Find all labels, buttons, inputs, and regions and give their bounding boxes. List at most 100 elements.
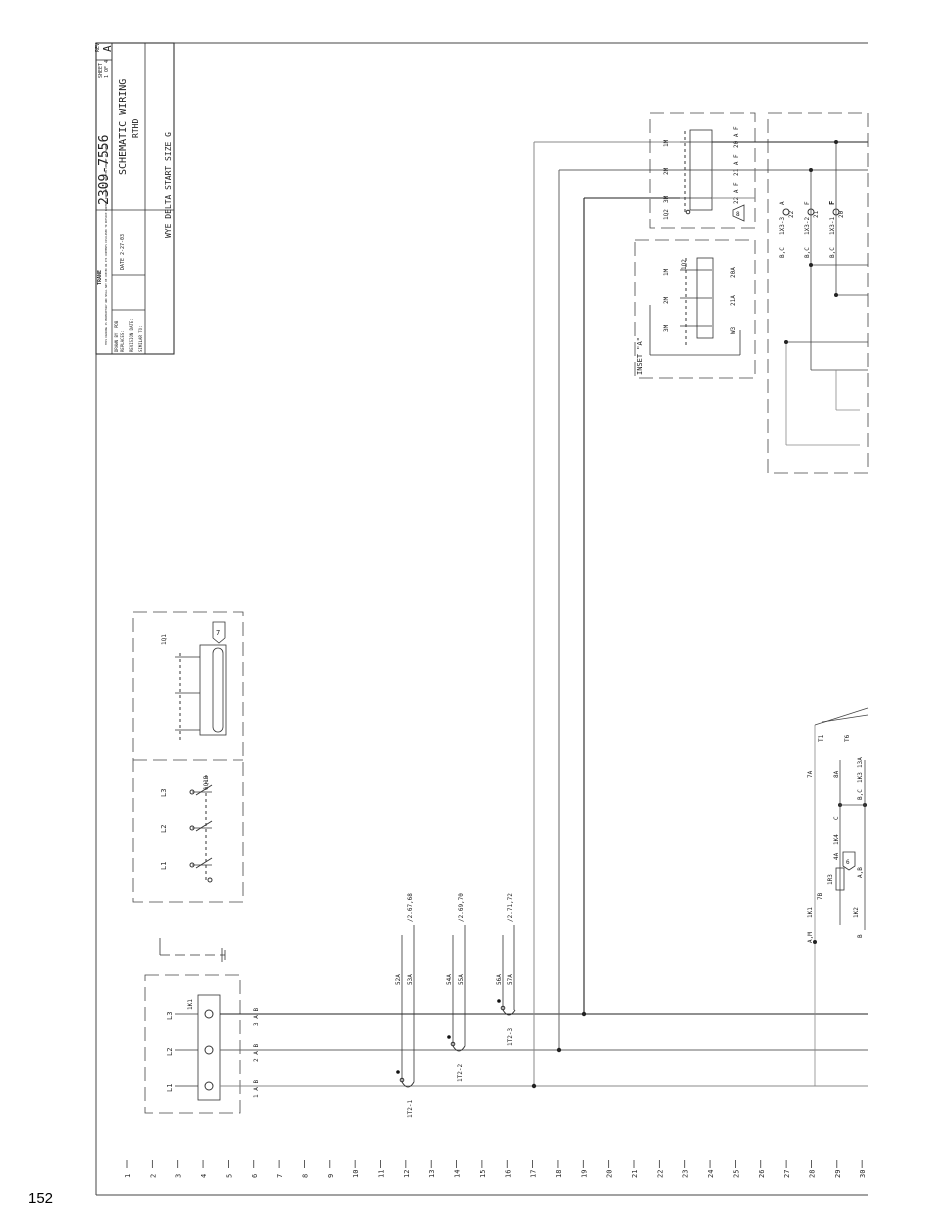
ct-1-wire-a: 52A <box>395 974 402 985</box>
starter-device-label: 1Q2 <box>663 209 670 220</box>
ct-2-wire-b: 55A <box>458 974 465 985</box>
control-label-t1: T1 <box>818 734 825 742</box>
terminal-2-tag: B,C <box>804 247 811 258</box>
line-number: 27 <box>783 1170 791 1178</box>
title-block: REV A SHEET 1 OF 4 2309-7556 SCHEMATIC W… <box>95 42 175 355</box>
disconnect-label-l2: L2 <box>160 825 168 833</box>
inset-contact-2m: 2M <box>663 296 670 304</box>
line-number: 5 <box>225 1174 233 1178</box>
drawing-frame <box>95 42 868 1196</box>
terminal-3-num: 20 <box>838 210 845 218</box>
terminal-1-pin: A <box>779 201 786 205</box>
control-label-13a: 13A <box>857 757 864 768</box>
line-number: 8 <box>301 1174 309 1178</box>
line-number: 1 <box>124 1174 132 1178</box>
date-label: DATE <box>120 258 126 270</box>
rev-label: REV <box>95 43 101 52</box>
similar-to-label: SIMILAR TO: <box>138 326 143 353</box>
line-number: 18 <box>555 1170 563 1178</box>
line-number: 19 <box>580 1170 588 1178</box>
page-number: 152 <box>28 1190 54 1207</box>
line-number: 12 <box>403 1170 411 1178</box>
ct-2-name: 1T2-2 <box>457 1064 464 1082</box>
date-value: 2-27-03 <box>120 234 126 255</box>
disconnect-note-ref: 7 <box>216 629 220 637</box>
contactor-label-l1: L1 <box>166 1084 174 1092</box>
line-number: 24 <box>707 1170 715 1178</box>
breaker-device-label: 1Q1 <box>161 634 168 645</box>
starter-wire-21: 21 A F <box>733 154 740 176</box>
control-label-1k2: 1K2 <box>853 907 860 918</box>
line-number: 10 <box>352 1170 360 1178</box>
control-label-4a: 4A <box>833 852 840 860</box>
drawn-by-label: DRAWN BY <box>114 332 119 352</box>
line-number: 3 <box>175 1174 183 1178</box>
inset-a-box: INSET "A" 1Q2 1M 2M 3M 20A 21A W3 <box>634 239 756 379</box>
sheet-value: 1 OF 4 <box>104 60 110 78</box>
terminal-block-1x3: 1X3-3 A 22 B,C 1X3-2 F 21 B,C 1X3-1 F 20… <box>767 112 869 474</box>
contactor-label-l3: L3 <box>166 1012 174 1020</box>
contactor-1k1-box: 1K1 L1 L2 L3 1 A B 2 A B 3 A B <box>144 974 260 1114</box>
line-number: 26 <box>758 1170 766 1178</box>
power-lines <box>220 141 868 1089</box>
line-number: 15 <box>479 1170 487 1178</box>
line-number: 7 <box>276 1174 284 1178</box>
control-label-am: A,M <box>807 932 814 943</box>
line-number: 14 <box>454 1170 462 1178</box>
ct-3-wire-b: 57A <box>507 974 514 985</box>
inset-wire-21a: 21A <box>730 295 737 306</box>
control-label-ab: A,B <box>857 867 864 878</box>
terminal-3-tag: B,C <box>829 247 836 258</box>
ground-symbol <box>159 938 226 962</box>
line-number: 2 <box>149 1174 157 1178</box>
contactor-label-l2: L2 <box>166 1048 174 1056</box>
starter-note-ref: 8 <box>736 211 740 218</box>
rev-value: A <box>101 45 114 52</box>
line-number: 23 <box>682 1170 690 1178</box>
disconnect-label-l3: L3 <box>160 789 168 797</box>
line-number: 28 <box>808 1170 816 1178</box>
control-label-1k3: 1K3 <box>857 772 864 783</box>
inset-contact-3m: 3M <box>663 324 670 332</box>
ct-1-ref: /2.67,68 <box>407 893 414 922</box>
control-label-c: C <box>833 816 840 820</box>
terminal-2-num: 21 <box>813 210 820 218</box>
disconnect-device-label: 1Q1B <box>203 775 210 790</box>
line-number: 13 <box>428 1170 436 1178</box>
control-label-1k1: 1K1 <box>807 907 814 918</box>
line-number: 17 <box>530 1170 538 1178</box>
starter-1q2-box: 1Q2 1M 2M 3M 20 A F 21 A F 22 A F 8 <box>649 112 868 229</box>
starter-wire-22: 22 A F <box>733 182 740 204</box>
line-number: 25 <box>732 1170 740 1178</box>
proprietary-notice: THIS DRAWING IS PROPRIETARY AND SHALL NO… <box>104 144 108 345</box>
ct-3-ref: /2.71,72 <box>507 893 514 922</box>
terminal-2-pin: F <box>804 201 811 205</box>
inset-wire-w3: W3 <box>730 326 737 334</box>
ct-1-wire-b: 53A <box>407 974 414 985</box>
control-label-1k4: 1K4 <box>833 834 840 845</box>
replaces-label: REPLACES: <box>120 330 125 352</box>
line-number: 6 <box>251 1174 259 1178</box>
drawing-number: 2309-7556 <box>97 135 112 205</box>
control-circuit: 6 T1 T6 7A 8A B,C 1K3 13A C 1K4 4A 1R3 A… <box>807 707 869 1086</box>
control-label-t6: T6 <box>844 734 851 742</box>
line-number: 30 <box>859 1170 867 1178</box>
ct-3-name: 1T2-3 <box>507 1028 514 1046</box>
terminal-2-name: 1X3-2 <box>804 217 811 235</box>
disconnect-box: L1 L2 L3 1Q1B 1Q1 7 <box>132 611 244 903</box>
ct-1-name: 1T2-1 <box>407 1100 414 1118</box>
starter-wire-20: 20 A F <box>733 126 740 148</box>
inset-title: INSET "A" <box>636 337 644 375</box>
contactor-device-label: 1K1 <box>187 999 194 1010</box>
sheet-label: SHEET <box>98 63 104 78</box>
current-transformers: 1T2-1 1T2-2 1T2-3 52A 53A 54A 55A 56A 57… <box>395 893 516 1118</box>
starter-contact-1m: 1M <box>663 139 670 147</box>
drawing-title: SCHEMATIC WIRING <box>118 79 129 175</box>
terminal-3-pin: F <box>828 201 836 205</box>
terminal-1-name: 1X3-3 <box>779 217 786 235</box>
inset-device-label: 1Q2 <box>681 259 688 270</box>
drawing-description: WYE DELTA START SIZE G <box>164 132 173 238</box>
inset-wire-20a: 20A <box>730 267 737 278</box>
line-number: 29 <box>834 1170 842 1178</box>
